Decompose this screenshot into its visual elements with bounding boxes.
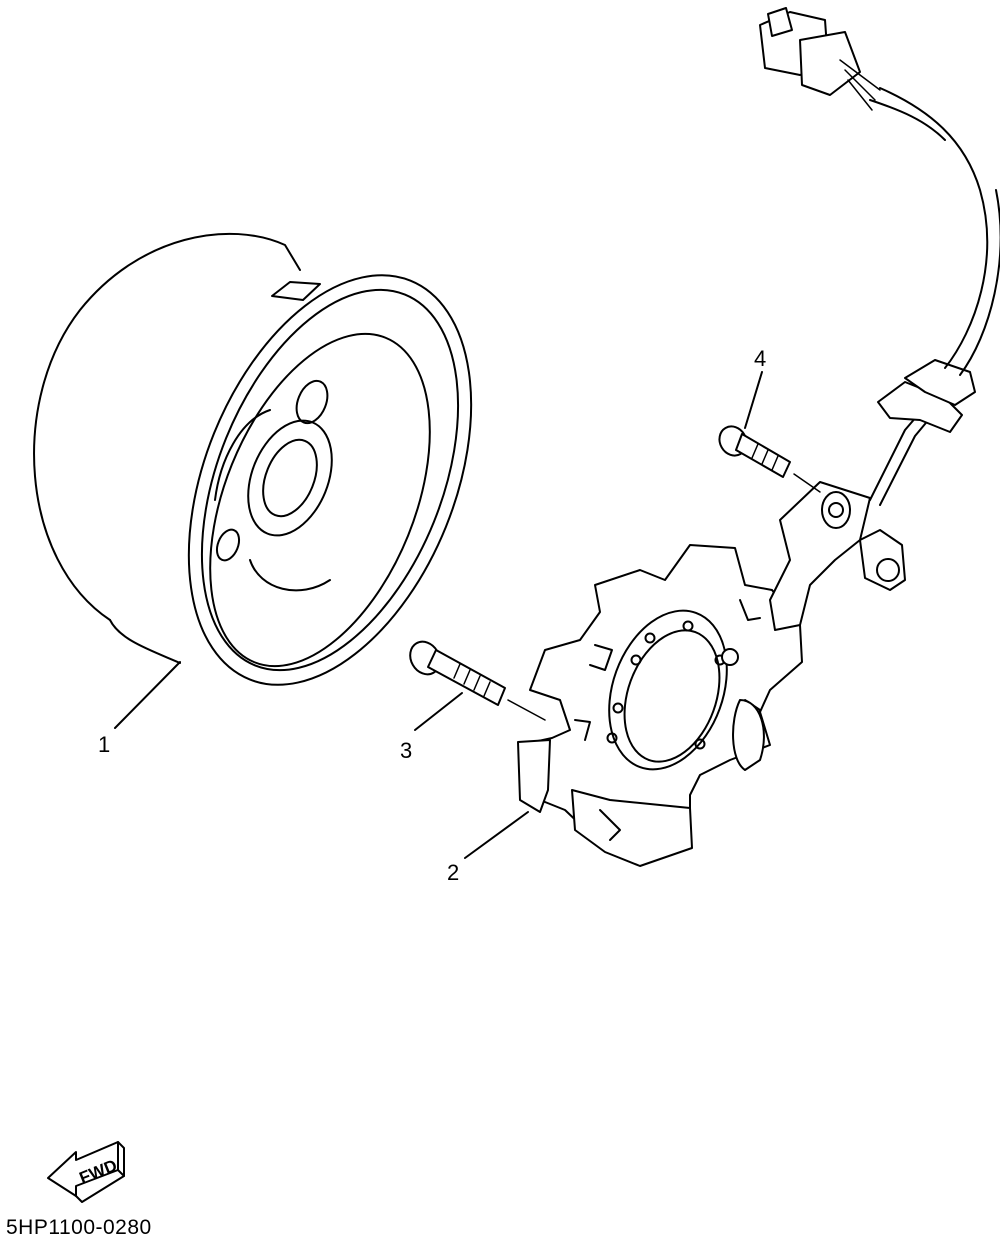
leader-line-1 [114,661,181,729]
callout-4: 4 [754,346,766,371]
leader-line-3 [414,692,463,731]
stator-assembly [517,481,906,867]
callout-1: 1 [98,732,110,757]
lead-clamp-bolt [718,425,821,493]
wire-harness [759,7,1000,506]
leader-line-4 [744,371,763,429]
leader-line-2 [464,811,529,859]
callout-2: 2 [447,860,459,885]
diagram-reference-code: 5HP1100-0280 [6,1216,152,1239]
flywheel-rotor [33,232,473,686]
fwd-arrow-icon: FWD [47,1141,125,1203]
stator-bolt [409,640,546,721]
callout-3: 3 [400,738,412,763]
